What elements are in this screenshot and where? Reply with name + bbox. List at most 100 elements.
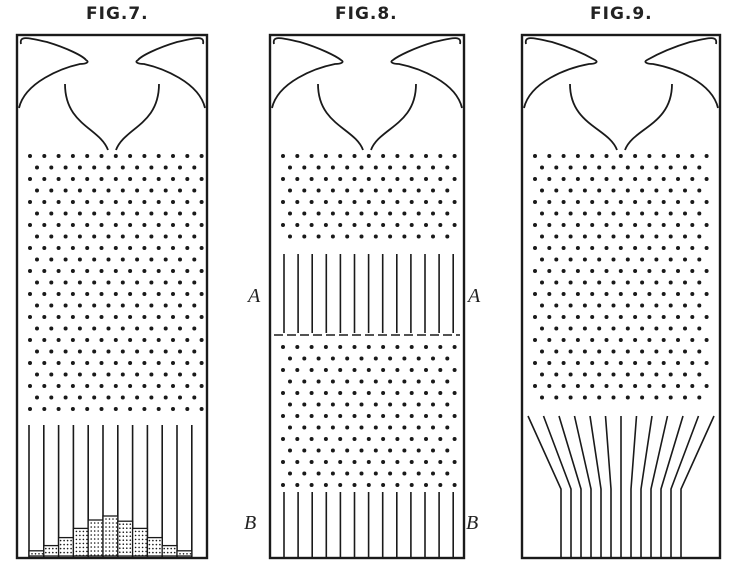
particle-dot xyxy=(547,177,552,181)
particle-dot xyxy=(366,483,371,487)
particle-dot xyxy=(70,315,75,319)
particle-dot xyxy=(424,345,428,349)
particle-dot xyxy=(697,211,702,216)
particle-dot xyxy=(604,177,609,181)
particle-dot xyxy=(647,361,652,365)
particle-dot xyxy=(690,338,695,342)
particle-dot xyxy=(49,165,54,170)
histogram-bar xyxy=(43,544,60,557)
particle-dot xyxy=(49,188,54,193)
particle-dot xyxy=(178,257,182,262)
particle-dot xyxy=(683,211,687,216)
particle-dot xyxy=(330,356,335,361)
particle-dot xyxy=(309,414,314,418)
fig8-title: FIG.8. xyxy=(335,4,398,24)
particle-dot xyxy=(366,200,371,204)
sediment-speck xyxy=(112,546,114,548)
particle-dot xyxy=(575,315,580,319)
particle-dot xyxy=(85,177,90,181)
sediment-speck xyxy=(75,550,78,553)
particle-dot xyxy=(28,384,32,388)
particle-dot xyxy=(302,188,307,193)
particle-dot xyxy=(597,211,602,216)
sediment-speck xyxy=(148,551,151,554)
particle-dot xyxy=(561,246,566,250)
particle-dot xyxy=(163,372,168,377)
sediment-speck xyxy=(45,547,47,550)
particle-dot xyxy=(452,414,457,418)
particle-dot xyxy=(409,368,414,372)
particle-dot xyxy=(424,368,428,372)
particle-dot xyxy=(554,280,559,285)
particle-dot xyxy=(49,234,54,239)
particle-dot xyxy=(445,356,450,361)
particle-dot xyxy=(135,280,140,285)
particle-dot xyxy=(345,379,350,384)
particle-dot xyxy=(359,165,364,170)
particle-dot xyxy=(416,448,421,453)
particle-dot xyxy=(438,223,443,227)
particle-dot xyxy=(633,361,638,365)
particle-dot xyxy=(135,372,140,377)
particle-dot xyxy=(547,361,552,365)
particle-dot xyxy=(388,188,393,193)
particle-dot xyxy=(302,471,307,476)
particle-dot xyxy=(35,395,39,400)
particle-dot xyxy=(416,425,421,430)
particle-dot xyxy=(70,177,75,181)
particle-dot xyxy=(445,448,450,453)
sediment-speck xyxy=(100,522,103,524)
particle-dot xyxy=(597,188,602,193)
right-funnel-lobe xyxy=(390,37,463,109)
converging-channel-line xyxy=(558,415,582,557)
particle-dot xyxy=(99,315,104,319)
particle-dot xyxy=(704,223,709,227)
particle-dot xyxy=(345,165,350,170)
particle-dot xyxy=(70,200,75,204)
particle-dot xyxy=(568,257,573,262)
particle-dot xyxy=(582,234,587,239)
sediment-speck xyxy=(108,554,111,556)
particle-dot xyxy=(49,349,54,354)
particle-dot xyxy=(388,234,393,239)
particle-dot xyxy=(424,391,428,395)
sediment-speck xyxy=(126,539,128,541)
particle-dot xyxy=(590,246,595,250)
sediment-speck xyxy=(82,538,85,541)
particle-dot xyxy=(316,356,321,361)
particle-dot xyxy=(163,303,168,308)
particle-dot xyxy=(697,326,702,331)
particle-dot xyxy=(690,315,695,319)
particle-dot xyxy=(323,437,328,441)
particle-dot xyxy=(42,315,47,319)
particle-dot xyxy=(661,223,666,227)
sediment-speck xyxy=(119,547,121,549)
particle-dot xyxy=(92,395,97,400)
particle-dot xyxy=(590,154,595,158)
particle-dot xyxy=(373,165,378,170)
particle-dot xyxy=(625,257,630,262)
particle-dot xyxy=(438,483,443,487)
particle-dot xyxy=(142,223,147,227)
sediment-speck xyxy=(122,543,125,545)
sediment-speck xyxy=(105,542,107,544)
particle-dot xyxy=(56,246,61,250)
sediment-speck xyxy=(122,527,125,529)
particle-dot xyxy=(28,269,32,273)
sediment-speck xyxy=(173,547,176,550)
particle-dot xyxy=(85,154,90,158)
particle-dot xyxy=(424,483,428,487)
particle-dot xyxy=(547,200,552,204)
particle-dot xyxy=(323,414,328,418)
particle-dot xyxy=(178,395,182,400)
particle-dot xyxy=(366,414,371,418)
particle-dot xyxy=(338,368,343,372)
particle-dot xyxy=(697,280,702,285)
particle-dot xyxy=(70,407,75,411)
particle-dot xyxy=(345,448,350,453)
particle-dot xyxy=(647,154,652,158)
sediment-speck xyxy=(119,527,121,529)
particle-dot xyxy=(128,246,133,250)
particle-dot xyxy=(431,165,435,170)
sediment-speck xyxy=(93,522,96,524)
